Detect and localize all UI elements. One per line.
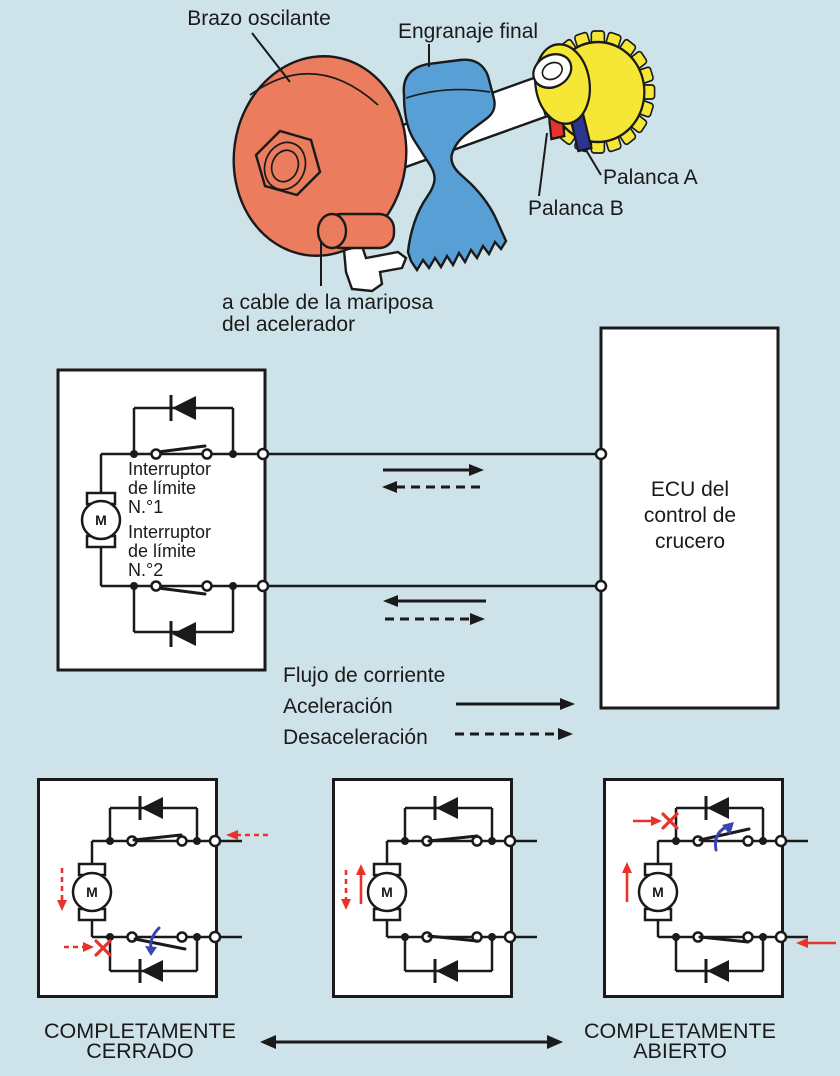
- arrow-head: [382, 481, 397, 493]
- legend-decel-label: Desaceleración: [283, 726, 428, 749]
- arrow-head: [560, 698, 575, 710]
- switch-blade-open: [133, 937, 187, 951]
- arrow-head: [558, 728, 573, 740]
- closed-state-overlays: [57, 830, 268, 957]
- connector-circle: [256, 447, 270, 461]
- connector-circle: [256, 579, 270, 593]
- actuator-illustration: Brazo oscilante Engranaje final Palanca …: [187, 7, 697, 336]
- ecu-label-line1: ECU del: [651, 478, 729, 501]
- ecu-label-line3: crucero: [655, 530, 725, 553]
- arrow-head: [341, 899, 351, 910]
- switch2-label-line3: N.°2: [128, 560, 163, 580]
- switch-terminal: [201, 448, 213, 460]
- switch2-label-line1: Interruptor: [128, 522, 211, 542]
- junction-dot: [229, 450, 237, 458]
- legend: Flujo de corriente Aceleración Desaceler…: [283, 664, 575, 749]
- arrow-head: [547, 1035, 563, 1049]
- arrow-head: [796, 938, 808, 948]
- connector-circle: [594, 579, 608, 593]
- shaft-end-hole: [541, 61, 563, 81]
- brazo-leader-line: [251, 32, 291, 83]
- arrow-head: [622, 862, 632, 873]
- closed-caption-line1: COMPLETAMENTE: [44, 1019, 236, 1043]
- legend-accel-label: Aceleración: [283, 695, 393, 718]
- arrow-head: [57, 900, 67, 911]
- switch-terminal: [150, 580, 162, 592]
- hex-nut: [254, 129, 322, 197]
- legend-title: Flujo de corriente: [283, 664, 445, 687]
- arrow-head: [469, 464, 484, 476]
- arrow-head: [722, 822, 734, 835]
- switch1-label-line2: de límite: [128, 478, 196, 498]
- swing-arm-disc: [232, 55, 408, 257]
- switch-blade-closed: [427, 934, 479, 943]
- diode-icon: [172, 396, 196, 420]
- switch-blade-open: [698, 827, 751, 842]
- switch2-label-line2: de límite: [128, 541, 196, 561]
- nut-hole: [270, 149, 300, 183]
- switch-swing-arrow: [714, 825, 728, 852]
- blocked-x-icon: [94, 939, 112, 957]
- nut-hole-rim: [263, 141, 307, 191]
- ecu-wires: [263, 452, 601, 588]
- open-caption-line2: ABIERTO: [633, 1039, 727, 1063]
- state-circuits: COMPLETAMENTE CERRADO COMPLETAMENTE ABIE…: [37, 778, 836, 1063]
- arrow-head: [226, 830, 238, 840]
- arrow-head: [356, 864, 366, 875]
- switch1-label-line3: N.°1: [128, 497, 163, 517]
- brazo-label: Brazo oscilante: [187, 7, 331, 30]
- switch-terminal: [150, 448, 162, 460]
- closed-state-circuit: [37, 778, 244, 998]
- arrow-head: [383, 595, 398, 607]
- final-gear: [402, 58, 508, 273]
- motor-label: M: [95, 512, 107, 528]
- cable-pin-end: [316, 212, 348, 250]
- flow-arrows: [382, 464, 486, 625]
- motor-icon: [80, 499, 122, 541]
- open-state-circuit: [603, 778, 810, 998]
- arrow-head: [145, 946, 157, 956]
- arrow-head: [260, 1035, 276, 1049]
- arrow-head: [651, 816, 662, 826]
- switch-blade-closed: [132, 833, 183, 842]
- worm-gear: [532, 30, 656, 154]
- bracket: [342, 244, 408, 293]
- switch-blade-closed: [698, 935, 750, 944]
- switch-blade-closed: [427, 834, 479, 843]
- open-caption-line1: COMPLETAMENTE: [584, 1019, 776, 1043]
- mid-state-circuit: [332, 778, 539, 998]
- junction-dot: [130, 582, 138, 590]
- main-circuit: ECU del control de crucero M Interruptor…: [56, 326, 780, 749]
- blocked-x-icon: [661, 812, 679, 830]
- mid-state-overlays: [341, 834, 479, 943]
- limit-switch-1-blade: [156, 444, 207, 454]
- palanca-b-leader-line: [538, 132, 548, 197]
- engranaje-label: Engranaje final: [398, 20, 538, 43]
- diode-icon: [172, 622, 196, 646]
- palanca-a-leader-line: [585, 149, 602, 176]
- cable-label-line2: del acelerador: [222, 313, 355, 336]
- wire: [99, 452, 263, 588]
- switch-terminal: [201, 580, 213, 592]
- open-state-overlays: [622, 812, 836, 948]
- palanca-b-label: Palanca B: [528, 197, 624, 220]
- ecu-label-line2: control de: [644, 504, 736, 527]
- connector-circle: [594, 447, 608, 461]
- swing-arm: [232, 55, 408, 257]
- arrow-head: [470, 613, 485, 625]
- limit-switch-2-blade: [156, 586, 207, 596]
- switch1-label-line1: Interruptor: [128, 459, 211, 479]
- junction-dot: [229, 582, 237, 590]
- arrow-head: [83, 942, 94, 952]
- junction-dot: [130, 450, 138, 458]
- cable-label-line1: a cable de la mariposa: [222, 291, 434, 314]
- ecu-box: [599, 326, 780, 710]
- final-gear-body: [402, 58, 508, 273]
- palanca-a-label: Palanca A: [603, 166, 698, 189]
- closed-caption-line2: CERRADO: [86, 1039, 194, 1063]
- disc-edge-line: [249, 72, 379, 106]
- collar-edge-line: [405, 88, 491, 99]
